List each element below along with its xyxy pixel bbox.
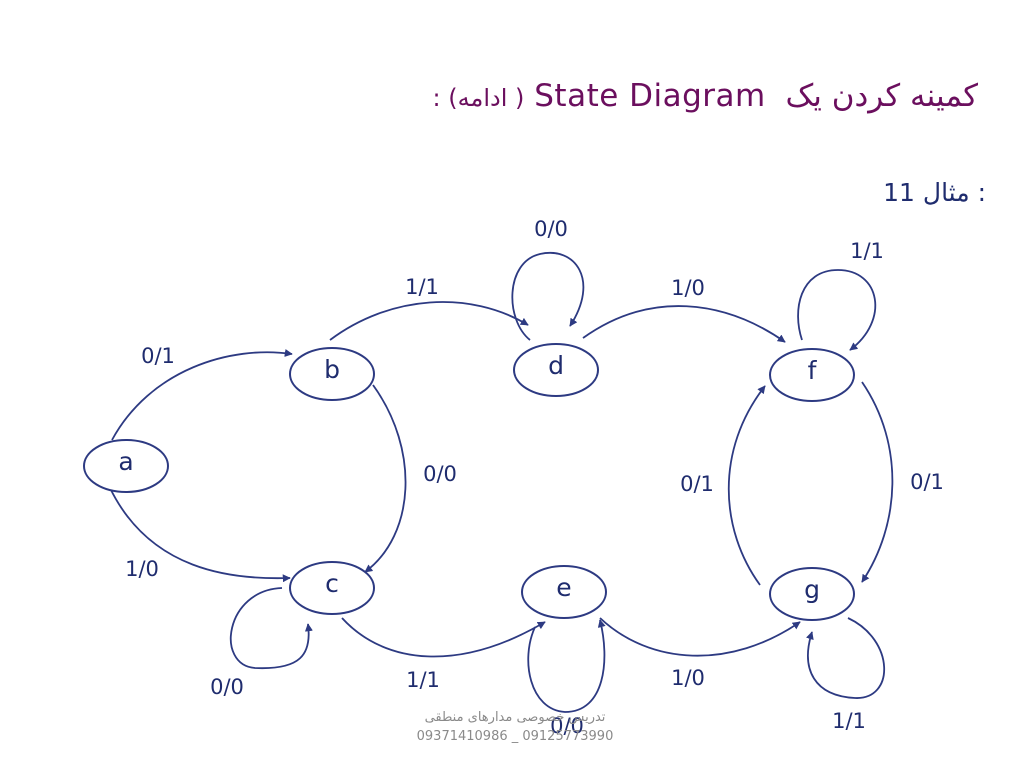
transitions-layer: [109, 251, 894, 713]
transition-label-f-g: 0/1: [910, 470, 944, 494]
transition-d-f: [582, 305, 786, 343]
state-label-d: d: [548, 351, 564, 380]
slide-title: : (ادامه ) State Diagram کمینه کردن یک: [433, 78, 978, 114]
transition-label-e-e: 0/0: [550, 714, 584, 738]
transition-e-g: [599, 617, 801, 657]
state-node-a: a: [83, 439, 169, 493]
title-english: State Diagram: [534, 78, 766, 114]
state-label-g: g: [804, 575, 820, 604]
state-node-f: f: [769, 348, 855, 402]
state-ellipse-e: [521, 565, 607, 619]
transition-a-c: [109, 487, 291, 583]
transition-label-b-d: 1/1: [405, 275, 439, 299]
transition-label-a-c: 1/0: [125, 557, 159, 581]
state-label-b: b: [324, 355, 340, 384]
footer: تدریس خصوصی مدارهای منطقی 09371410986 _ …: [400, 708, 630, 746]
state-ellipse-d: [513, 343, 599, 397]
state-ellipse-b: [289, 347, 375, 401]
state-ellipse-g: [769, 567, 855, 621]
state-node-b: b: [289, 347, 375, 401]
transition-label-f-f: 1/1: [850, 239, 884, 263]
state-node-c: c: [289, 561, 375, 615]
title-persian: کمینه کردن یک: [785, 78, 978, 114]
transition-b-c: [364, 384, 407, 573]
title-suffix: : (ادامه ): [432, 84, 525, 112]
transition-label-d-f: 1/0: [671, 276, 705, 300]
transition-d-d: [511, 251, 585, 341]
transition-label-d-d: 0/0: [534, 217, 568, 241]
transition-c-c: [229, 587, 313, 669]
state-label-c: c: [325, 569, 339, 598]
footer-line-1: تدریس خصوصی مدارهای منطقی: [424, 710, 606, 725]
example-label: مثال 11 :: [883, 178, 986, 207]
transition-label-e-g: 1/0: [671, 666, 705, 690]
transition-a-b: [111, 349, 293, 441]
transition-f-g: [861, 381, 894, 583]
transition-b-d: [329, 301, 529, 341]
state-label-e: e: [556, 573, 571, 602]
transition-c-e: [341, 617, 546, 658]
transition-labels-layer: 0/1 1/0 1/1 0/0 0/0 1/1 0/0 1/0 0/0 1/0 1/1 0/1 0/1 1…: [125, 217, 944, 738]
transition-label-g-f: 0/1: [680, 472, 714, 496]
transition-g-g: [806, 617, 886, 699]
state-ellipse-f: [769, 348, 855, 402]
state-label-a: a: [118, 447, 133, 476]
states-layer: a b c d e f g: [83, 343, 855, 621]
state-ellipse-a: [83, 439, 169, 493]
state-node-g: g: [769, 567, 855, 621]
transition-g-f: [727, 385, 766, 586]
state-ellipse-c: [289, 561, 375, 615]
transition-label-g-g: 1/1: [832, 709, 866, 733]
state-label-f: f: [808, 356, 818, 385]
transition-label-a-b: 0/1: [141, 344, 175, 368]
transition-f-f: [797, 269, 877, 351]
footer-line-2: 09371410986 _ 09125773990: [416, 729, 614, 744]
transition-label-c-e: 1/1: [406, 668, 440, 692]
state-node-e: e: [521, 565, 607, 619]
transition-e-e: [527, 619, 606, 713]
state-node-d: d: [513, 343, 599, 397]
transition-label-b-c: 0/0: [423, 462, 457, 486]
transition-label-c-c: 0/0: [210, 675, 244, 699]
